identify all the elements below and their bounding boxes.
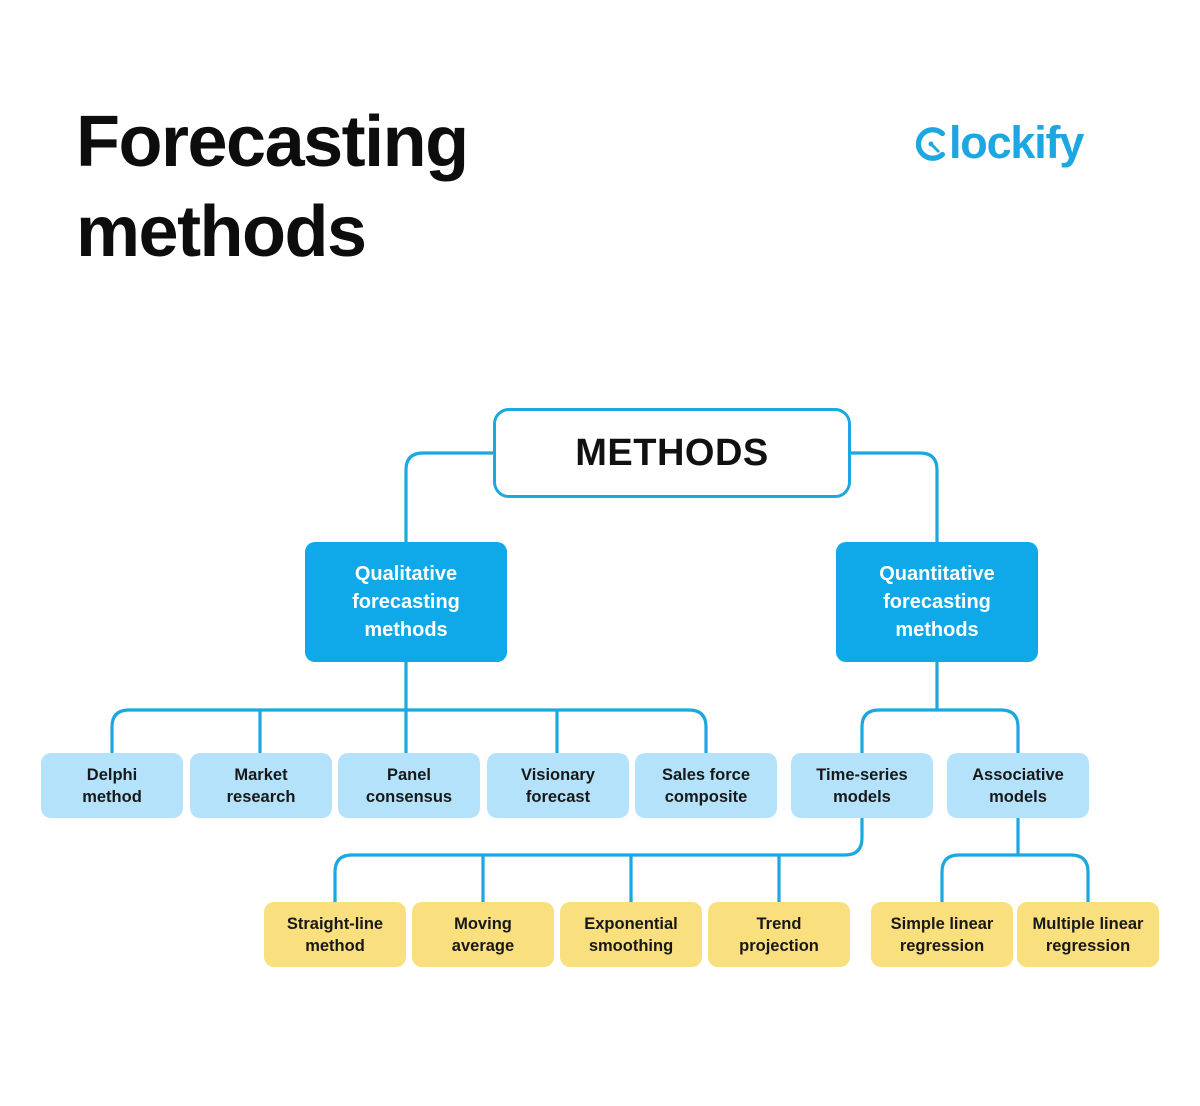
node-qualitative-label: Qualitative forecasting methods (352, 563, 460, 641)
connector-timeseries-bus (333, 818, 864, 902)
node-multiple-linear-regression[interactable]: Multiple linear regression (1017, 902, 1159, 967)
node-market-research[interactable]: Market research (190, 753, 332, 818)
node-methods[interactable]: METHODS (493, 408, 851, 498)
page-header: Forecasting methods lockify (0, 0, 1200, 320)
page-title: Forecasting methods (76, 102, 469, 272)
clockify-wordmark: lockify (949, 116, 1084, 168)
connector-root-to-qualitative (404, 451, 493, 542)
node-panel-consensus-label: Panel consensus (365, 765, 453, 806)
connector-qualitative-bus (110, 708, 708, 753)
node-panel-consensus[interactable]: Panel consensus (338, 753, 480, 818)
connector-associative-bus (940, 853, 1090, 902)
node-exponential-smoothing[interactable]: Exponential smoothing (560, 902, 702, 967)
node-associative-models[interactable]: Associative models (947, 753, 1089, 818)
node-associative-models-label: Associative models (972, 765, 1064, 806)
clockify-clock-c-icon (915, 127, 946, 161)
node-trend-projection-label: Trend projection (739, 914, 819, 955)
node-methods-label: METHODS (575, 431, 769, 474)
node-exponential-smoothing-label: Exponential smoothing (584, 914, 678, 955)
node-visionary-forecast-label: Visionary forecast (521, 765, 595, 806)
node-moving-average[interactable]: Moving average (412, 902, 554, 967)
node-trend-projection[interactable]: Trend projection (708, 902, 850, 967)
connector-root-to-quantitative (851, 451, 939, 542)
node-moving-average-label: Moving average (451, 914, 515, 955)
node-time-series-models[interactable]: Time-series models (791, 753, 933, 818)
connector-quantitative-bus (860, 708, 1020, 753)
node-simple-linear-regression-label: Simple linear regression (890, 914, 994, 955)
node-delphi-method[interactable]: Delphi method (41, 753, 183, 818)
node-quantitative-label: Quantitative forecasting methods (879, 563, 995, 641)
node-market-research-label: Market research (226, 765, 296, 806)
node-qualitative-forecasting-methods[interactable]: Qualitative forecasting methods (305, 542, 507, 662)
node-simple-linear-regression[interactable]: Simple linear regression (871, 902, 1013, 967)
node-delphi-method-label: Delphi method (82, 765, 142, 806)
node-sales-force-composite-label: Sales force composite (661, 765, 751, 806)
node-visionary-forecast[interactable]: Visionary forecast (487, 753, 629, 818)
node-sales-force-composite[interactable]: Sales force composite (635, 753, 777, 818)
node-multiple-linear-regression-label: Multiple linear regression (1032, 914, 1144, 955)
node-straight-line-method-label: Straight-line method (286, 914, 384, 955)
node-time-series-models-label: Time-series models (816, 765, 908, 806)
node-straight-line-method[interactable]: Straight-line method (264, 902, 406, 967)
node-quantitative-forecasting-methods[interactable]: Quantitative forecasting methods (836, 542, 1038, 662)
clockify-logo: lockify (912, 118, 1086, 170)
